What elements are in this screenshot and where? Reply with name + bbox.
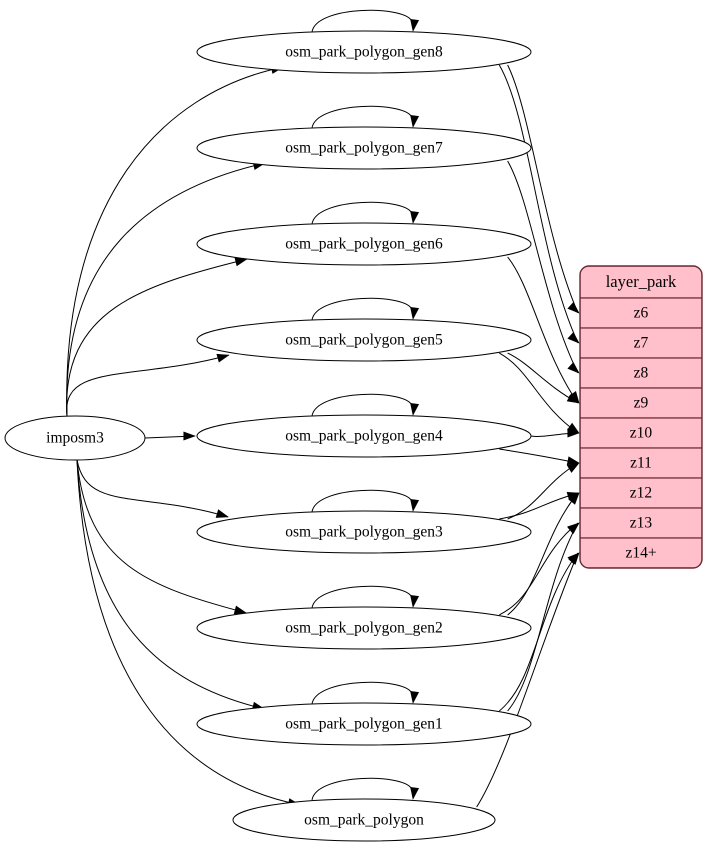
self-loop-gen2[interactable]: [311, 585, 420, 609]
node-gen4[interactable]: osm_park_polygon_gen4: [196, 414, 532, 458]
node-gen7[interactable]: osm_park_polygon_gen7: [196, 126, 532, 170]
node-label-gen2: osm_park_polygon_gen2: [285, 620, 443, 637]
node-gen8[interactable]: osm_park_polygon_gen8: [196, 30, 532, 74]
self-loop-gen1[interactable]: [311, 681, 420, 705]
table-row-z8[interactable]: [580, 357, 702, 389]
edge-gen8-to-z7[interactable]: [498, 64, 581, 346]
node-shape-base: [232, 798, 496, 842]
edge-gen7-to-z8[interactable]: [507, 160, 582, 376]
node-shape-gen1: [196, 702, 532, 746]
node-gen3[interactable]: osm_park_polygon_gen3: [196, 510, 532, 554]
edge-gen5-to-z9[interactable]: [507, 352, 581, 407]
node-shape-gen6: [196, 222, 532, 266]
table-row-label-z7: z7: [634, 335, 649, 352]
node-label-gen7: osm_park_polygon_gen7: [285, 140, 443, 157]
edge-gen3-to-z11[interactable]: [507, 460, 581, 520]
edge-imposm3-to-gen4[interactable]: [144, 431, 196, 441]
node-shape-gen2: [196, 606, 532, 650]
self-loop-base[interactable]: [311, 777, 420, 801]
node-label-imposm3: imposm3: [46, 430, 104, 447]
node-label-gen8: osm_park_polygon_gen8: [285, 44, 443, 61]
edge-base-to-z14+[interactable]: [476, 550, 582, 808]
node-shape-imposm3: [4, 415, 146, 461]
node-gen5[interactable]: osm_park_polygon_gen5: [196, 318, 532, 362]
node-shape-gen3: [196, 510, 532, 554]
node-label-gen6: osm_park_polygon_gen6: [285, 236, 443, 253]
edge-gen4-to-z10[interactable]: [530, 428, 580, 438]
table-row-label-z9: z9: [634, 395, 649, 412]
table-row-label-z6: z6: [634, 305, 649, 322]
node-shape-gen5: [196, 318, 532, 362]
node-shape-gen8: [196, 30, 532, 74]
edge-gen4-to-z11[interactable]: [499, 448, 580, 467]
node-gen1[interactable]: osm_park_polygon_gen1: [196, 702, 532, 746]
table-row-label-z12: z12: [630, 485, 652, 502]
edges-to-layer-table: [476, 64, 582, 808]
node-base[interactable]: osm_park_polygon: [232, 798, 496, 842]
table-row-z9[interactable]: [580, 387, 702, 419]
edge-imposm3-to-gen3[interactable]: [76, 459, 229, 521]
node-shape-gen4: [196, 414, 532, 458]
self-loop-gen7[interactable]: [311, 105, 420, 129]
edge-gen1-to-z13[interactable]: [507, 520, 582, 712]
table-row-label-z10: z10: [630, 425, 653, 442]
node-imposm3[interactable]: imposm3: [4, 415, 146, 461]
edge-gen3-to-z12[interactable]: [499, 489, 580, 520]
self-loop-gen4[interactable]: [311, 393, 420, 417]
self-loop-edges: [311, 9, 420, 801]
ellipse-nodes: imposm3 osm_park_polygon_gen8 osm_park_pol…: [4, 30, 532, 842]
node-shape-gen7: [196, 126, 532, 170]
table-row-z10[interactable]: [580, 417, 702, 449]
node-label-gen3: osm_park_polygon_gen3: [285, 524, 443, 541]
self-loop-gen3[interactable]: [311, 489, 420, 513]
table-row-label-z11: z11: [630, 455, 652, 472]
edge-gen5-to-z10[interactable]: [499, 352, 581, 436]
node-gen6[interactable]: osm_park_polygon_gen6: [196, 222, 532, 266]
table-row-z14+[interactable]: [580, 537, 702, 568]
table-row-label-z14+: z14+: [625, 545, 656, 562]
edge-imposm3-to-gen1[interactable]: [76, 459, 265, 713]
table-row-label-z8: z8: [634, 365, 649, 382]
self-loop-gen8[interactable]: [311, 9, 420, 33]
table-header-label: layer_park: [606, 272, 677, 291]
self-loop-gen5[interactable]: [311, 297, 420, 321]
table-row-z13[interactable]: [580, 507, 702, 539]
edge-imposm3-to-gen2[interactable]: [76, 459, 247, 617]
edge-imposm3-to-gen7[interactable]: [66, 159, 266, 417]
edge-gen8-to-z6[interactable]: [507, 64, 582, 316]
self-loop-gen6[interactable]: [311, 201, 420, 225]
table-row-label-z13: z13: [630, 515, 653, 532]
node-label-gen5: osm_park_polygon_gen5: [285, 332, 443, 349]
node-gen2[interactable]: osm_park_polygon_gen2: [196, 606, 532, 650]
node-label-gen4: osm_park_polygon_gen4: [285, 428, 443, 445]
edge-imposm3-to-gen5[interactable]: [66, 351, 230, 417]
edge-gen2-to-z12[interactable]: [507, 490, 582, 616]
layer-park-table: layer_park z6 z7 z8 z9 z10 z11 z12 z13 z14+: [579, 265, 703, 569]
node-label-gen1: osm_park_polygon_gen1: [285, 716, 443, 733]
node-label-base: osm_park_polygon: [304, 812, 424, 829]
